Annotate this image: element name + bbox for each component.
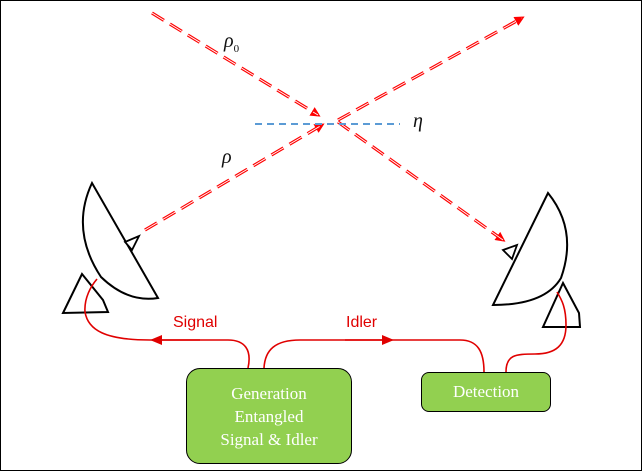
receiver-fiber xyxy=(505,291,567,373)
beam-rho0-incoming xyxy=(151,11,321,117)
generation-line-1: Generation xyxy=(231,383,307,403)
beam-outgoing-top-right xyxy=(337,16,525,122)
detection-label: Detection xyxy=(452,382,520,401)
generation-line-2: Entangled xyxy=(234,406,304,426)
generation-box: Generation Entangled Signal & Idler xyxy=(186,368,352,464)
receiver-dish xyxy=(491,191,582,328)
signal-fiber xyxy=(84,278,250,369)
transmitter-dish xyxy=(61,180,160,315)
beam-rho-signal xyxy=(144,123,325,232)
generation-line-3: Signal & Idler xyxy=(220,429,318,449)
idler-label: Idler xyxy=(346,314,378,331)
signal-label: Signal xyxy=(173,314,218,331)
beam-return-to-receiver xyxy=(337,120,506,242)
detection-box: Detection xyxy=(421,372,551,412)
eta-label: η xyxy=(413,110,423,132)
rho-label: ρ xyxy=(222,146,232,168)
rho0-label: ρ0 xyxy=(224,30,240,55)
